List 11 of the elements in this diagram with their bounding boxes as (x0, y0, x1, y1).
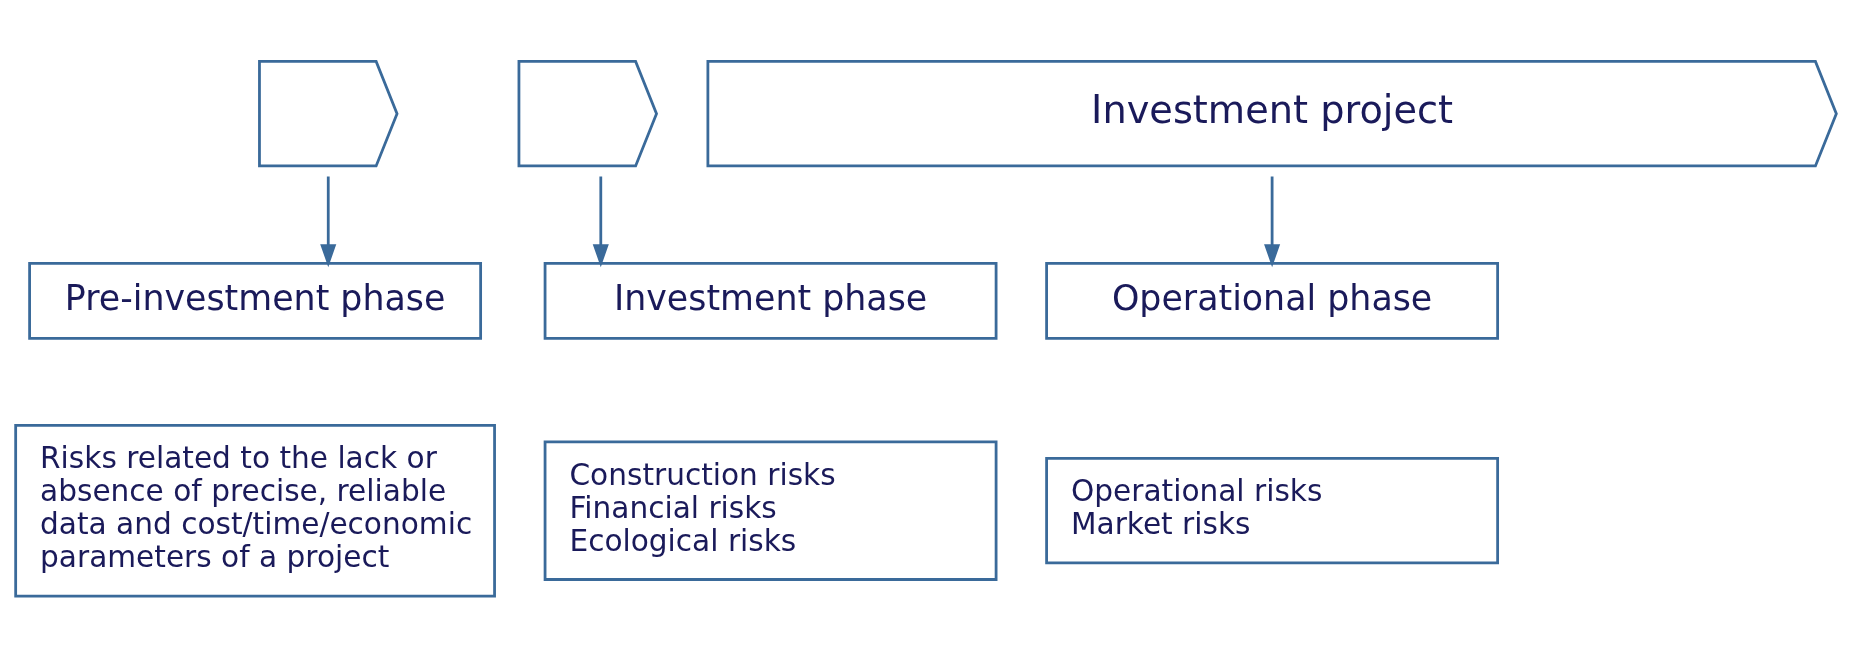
node-box: Risks related to the lack or absence of precise, reliable data and cost/time/economic parameters of a project (14, 423, 496, 597)
node-box: Pre-investment phase (28, 261, 483, 340)
arrow (592, 176, 609, 267)
node-chevron (517, 59, 658, 167)
arrow (1264, 176, 1281, 267)
node-chevron (258, 59, 399, 167)
arrow (320, 176, 337, 267)
node-box: Investment phase (543, 261, 998, 340)
node-box: Construction risks Financial risks Ecological risks (543, 440, 998, 581)
node-box: Operational phase (1045, 261, 1500, 340)
node-box: Operational risks Market risks (1045, 456, 1500, 564)
